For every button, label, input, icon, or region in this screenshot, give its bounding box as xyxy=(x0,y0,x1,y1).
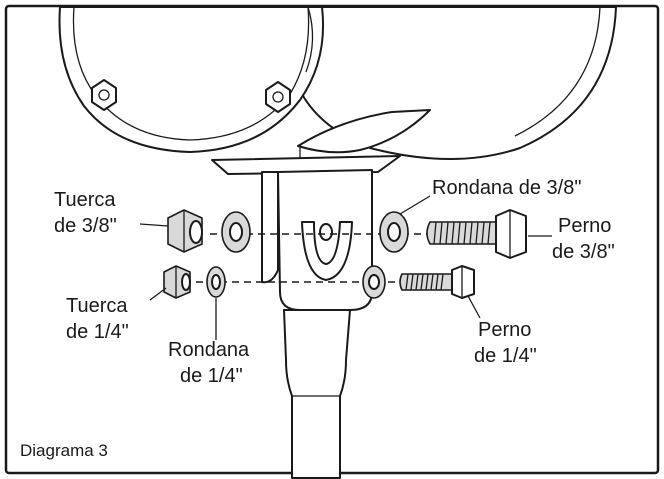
bolt-14-icon xyxy=(399,265,475,299)
leader-lines xyxy=(139,195,552,340)
label-washer-38: Rondana de 3/8" xyxy=(432,177,581,199)
label-bolt-14-line2: de 1/4" xyxy=(474,345,537,367)
label-bolt-38-line2: de 3/8" xyxy=(552,241,615,263)
rim-bolt-left-icon xyxy=(91,79,117,111)
nut-14-icon xyxy=(163,265,191,299)
support-pole xyxy=(283,309,351,479)
mounting-bracket xyxy=(211,155,401,323)
nut-38-icon xyxy=(167,209,203,253)
label-nut-14-line1: Tuerca xyxy=(66,295,128,317)
rim-bolt-right-icon xyxy=(265,81,291,113)
label-bolt-38-line1: Perno xyxy=(558,215,611,237)
label-nut-38-line2: de 3/8" xyxy=(54,215,117,237)
label-nut-38-line1: Tuerca xyxy=(54,189,116,211)
diagram-caption: Diagrama 3 xyxy=(20,441,108,460)
label-bolt-14-line1: Perno xyxy=(478,319,531,341)
washer-38-right-icon xyxy=(379,211,409,253)
washer-14-right-icon xyxy=(362,265,386,299)
washer-14-left-icon xyxy=(206,266,226,298)
label-washer-14-line1: Rondana xyxy=(168,339,250,361)
label-washer-14-line2: de 1/4" xyxy=(180,365,243,387)
label-nut-14-line2: de 1/4" xyxy=(66,321,129,343)
washer-38-left-icon xyxy=(221,211,251,253)
bolt-38-icon xyxy=(426,209,527,259)
heater-housing xyxy=(58,6,617,160)
